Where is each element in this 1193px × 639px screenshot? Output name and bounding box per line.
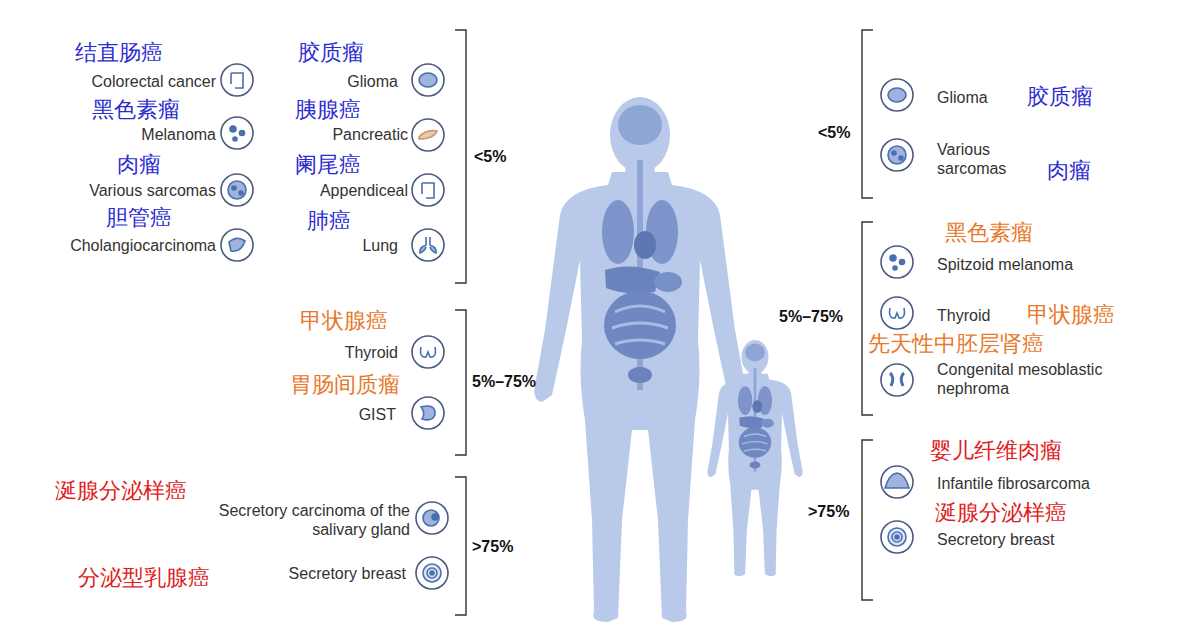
english-name: Congenital mesoblastic nephroma xyxy=(937,360,1137,398)
percent-range: >75% xyxy=(808,502,849,521)
chinese-name: 肺癌 xyxy=(307,208,351,234)
english-name: Secretory breast xyxy=(289,564,406,583)
chinese-name: 涎腺分泌样癌 xyxy=(55,478,187,504)
chinese-name: 黑色素瘤 xyxy=(92,97,180,123)
adult-figure xyxy=(534,97,745,622)
chinese-name: 分泌型乳腺癌 xyxy=(78,565,210,591)
english-name: Infantile fibrosarcoma xyxy=(937,474,1090,493)
english-name: Thyroid xyxy=(345,343,398,362)
chinese-name: 肉瘤 xyxy=(117,152,161,178)
chinese-name: 甲状腺癌 xyxy=(300,308,388,334)
chinese-name: 婴儿纤维肉瘤 xyxy=(930,438,1062,464)
english-name: Cholangiocarcinoma xyxy=(70,236,216,255)
english-name: Pancreatic xyxy=(332,125,408,144)
percent-range: 5%–75% xyxy=(779,307,843,326)
english-name: Appendiceal xyxy=(320,181,408,200)
english-name: Lung xyxy=(362,236,398,255)
chinese-name: 肉瘤 xyxy=(1047,158,1091,184)
english-name: Various sarcomas xyxy=(937,140,1037,178)
chinese-name: 胆管癌 xyxy=(106,205,172,231)
english-name: Thyroid xyxy=(937,306,990,325)
chinese-name: 涎腺分泌样癌 xyxy=(935,500,1067,526)
english-name: Glioma xyxy=(937,88,988,107)
english-name: Glioma xyxy=(347,72,398,91)
chinese-name: 先天性中胚层肾癌 xyxy=(868,331,1044,357)
chinese-name: 胶质瘤 xyxy=(298,40,364,66)
english-name: Secretory carcinoma of the salivary glan… xyxy=(185,501,410,539)
chinese-name: 阑尾癌 xyxy=(295,152,361,178)
percent-range: 5%–75% xyxy=(472,372,536,391)
english-name: Spitzoid melanoma xyxy=(937,255,1073,274)
english-name: Various sarcomas xyxy=(89,181,216,200)
english-name: Colorectal cancer xyxy=(92,72,217,91)
chinese-name: 黑色素瘤 xyxy=(945,220,1033,246)
chinese-name: 结直肠癌 xyxy=(75,40,163,66)
chinese-name: 甲状腺癌 xyxy=(1027,302,1115,328)
english-name: GIST xyxy=(359,405,396,424)
child-figure xyxy=(707,340,802,576)
chinese-name: 胶质瘤 xyxy=(1027,84,1093,110)
chinese-name: 胃肠间质瘤 xyxy=(290,372,400,398)
english-name: Melanoma xyxy=(141,125,216,144)
chinese-name: 胰腺癌 xyxy=(295,97,361,123)
percent-range: <5% xyxy=(818,123,850,142)
percent-range: >75% xyxy=(472,537,513,556)
english-name: Secretory breast xyxy=(937,530,1054,549)
percent-range: <5% xyxy=(474,147,506,166)
